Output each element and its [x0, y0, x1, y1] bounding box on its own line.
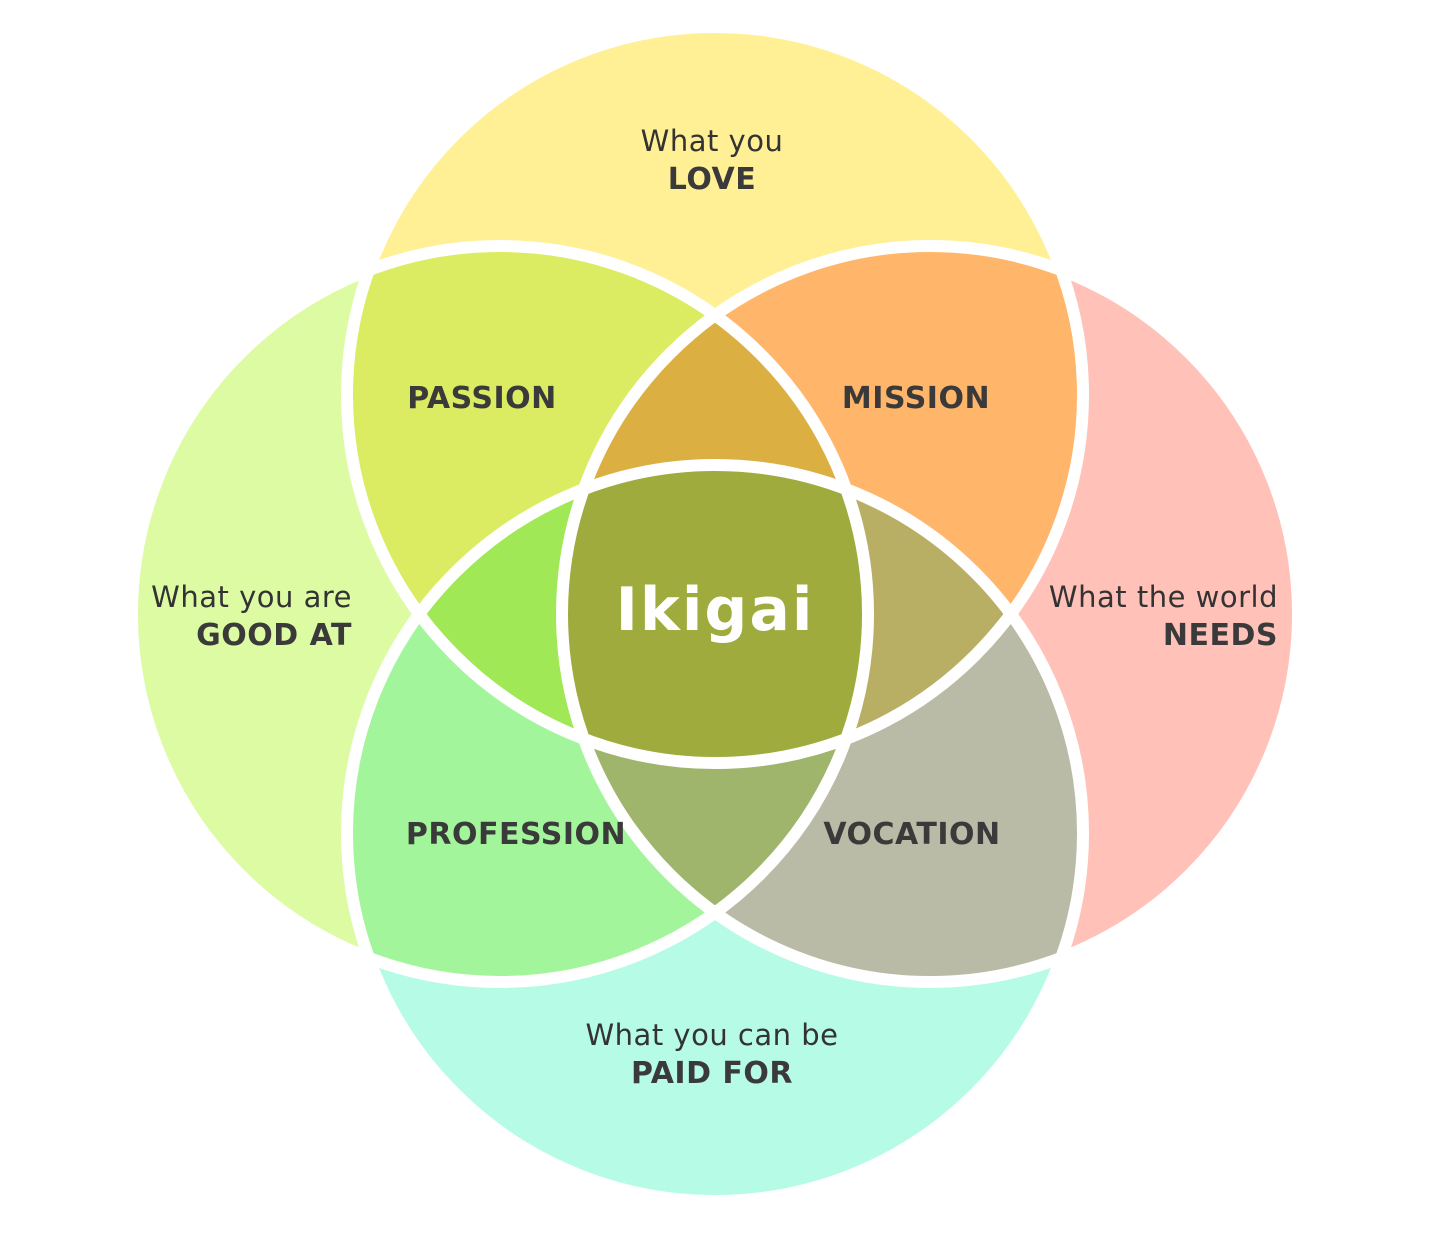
love-paid-good-overlap	[347, 465, 868, 763]
world-needs-outline	[556, 240, 1304, 988]
paid-for-outline	[341, 459, 1089, 1207]
love-paid-needs-overlap	[562, 465, 1083, 763]
good-at-label-line2: GOOD AT	[196, 618, 352, 653]
world-needs-label-line2: NEEDS	[1163, 618, 1278, 653]
world-needs-label-line1: What the world	[1049, 580, 1278, 614]
ikigai-label: Ikigai	[616, 575, 815, 645]
mission-label: MISSION	[842, 381, 990, 416]
love-good-needs-overlap	[562, 246, 868, 763]
paid-for-label-line1: What you can be	[586, 1018, 839, 1052]
good-needs-paid-overlap	[562, 465, 868, 982]
passion-label: PASSION	[407, 381, 557, 416]
good-at-label-line1: What you are	[151, 580, 352, 614]
love-outline	[341, 21, 1089, 769]
love-label-line1: What you	[641, 124, 784, 158]
love-label-line2: LOVE	[668, 162, 756, 197]
profession-label: PROFESSION	[406, 817, 626, 852]
paid-for-label-line2: PAID FOR	[631, 1056, 793, 1091]
good-at-outline	[126, 240, 874, 988]
vocation-label: VOCATION	[823, 817, 1000, 852]
